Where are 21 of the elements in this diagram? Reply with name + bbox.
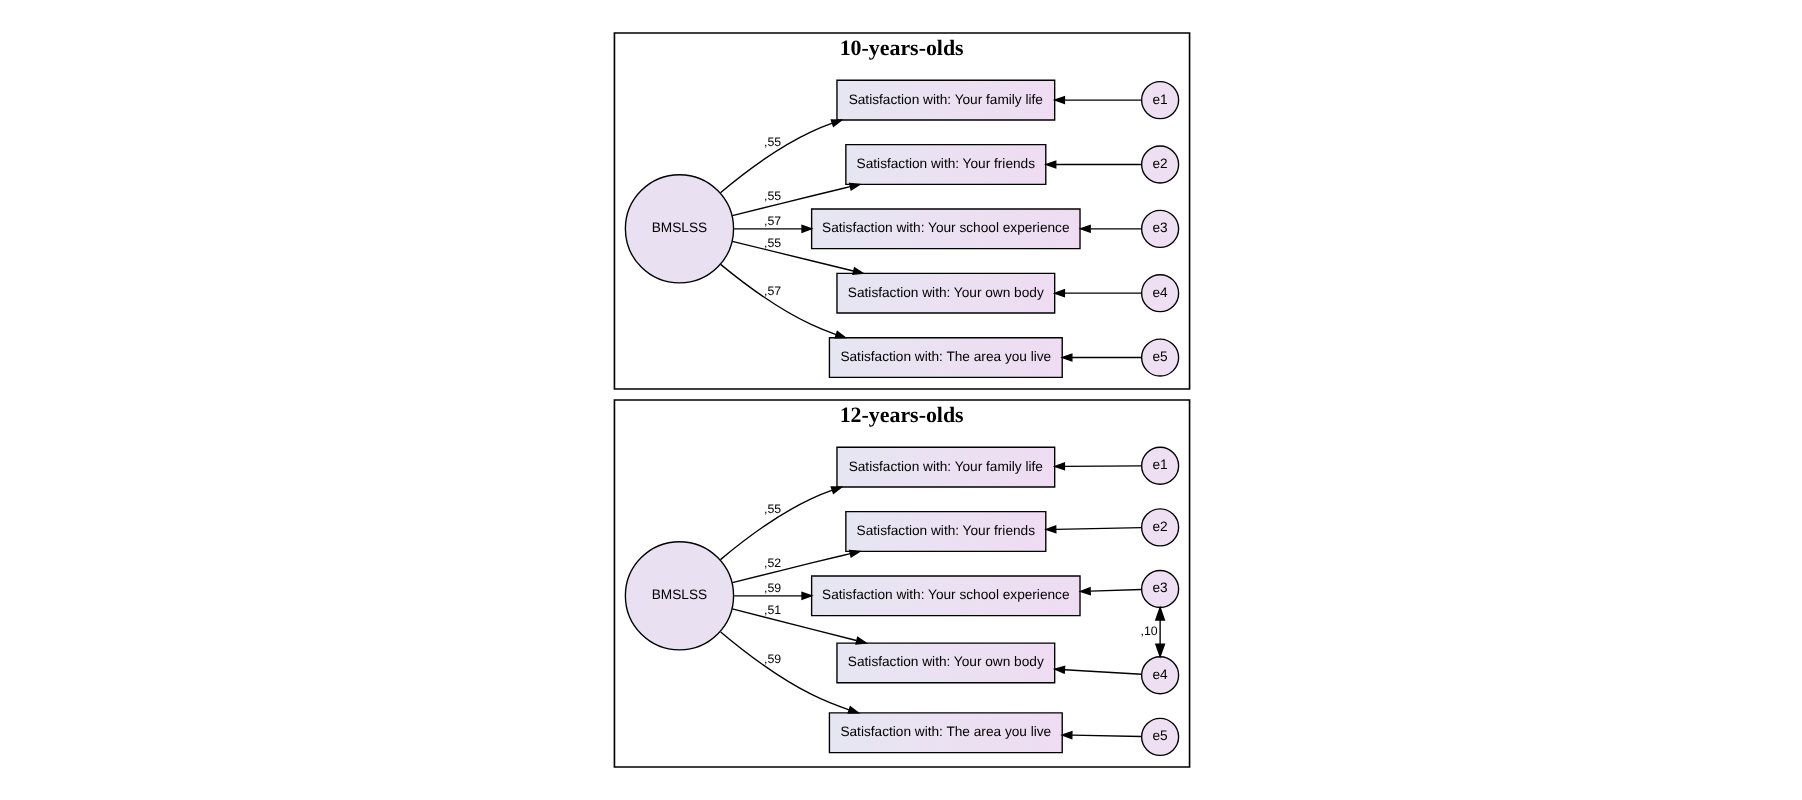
arrow xyxy=(730,182,861,217)
arrow xyxy=(718,486,843,561)
arrow xyxy=(1059,730,1141,740)
arrow xyxy=(1051,462,1142,471)
arrow xyxy=(732,591,813,601)
arrow xyxy=(730,608,868,645)
arrow xyxy=(730,240,865,276)
arrow xyxy=(718,263,847,339)
arrow xyxy=(730,549,861,584)
arrow xyxy=(1051,288,1142,298)
arrow xyxy=(732,224,813,234)
arrow xyxy=(1077,586,1141,596)
arrow xyxy=(1051,95,1142,105)
arrow xyxy=(1077,224,1141,234)
arrow xyxy=(719,631,860,714)
arrow xyxy=(1043,160,1142,169)
arrow xyxy=(1043,525,1142,534)
arrow xyxy=(1153,605,1165,659)
arrow xyxy=(1059,353,1141,362)
arrow xyxy=(1051,665,1142,675)
arrow xyxy=(718,119,843,194)
